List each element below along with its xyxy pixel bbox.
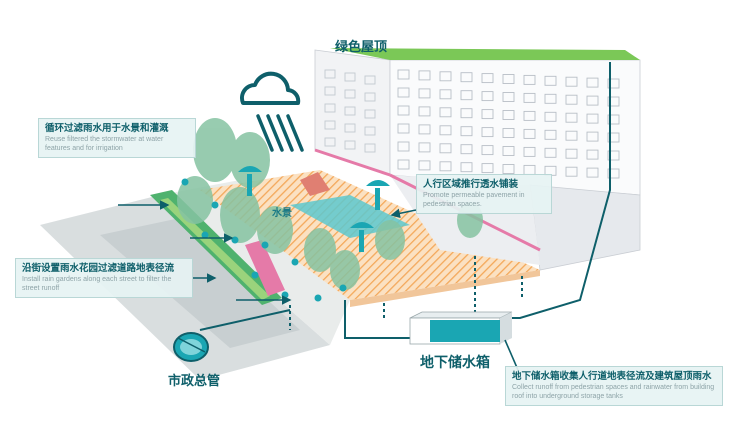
municipal-pipe-icon (174, 333, 208, 361)
callout-permeable-text: Promote permeable pavement in pedestrian… (423, 191, 545, 209)
callout-recycle: 循环过滤雨水用于水景和灌溉 Reuse filtered the stormwa… (38, 118, 196, 158)
storage-tank-label: 地下储水箱 (420, 352, 490, 372)
callout-permeable-title: 人行区域推行透水铺装 (423, 178, 545, 191)
municipal-pipe-label: 市政总管 (168, 370, 220, 389)
water-feature-label: 水景 (272, 204, 292, 219)
callout-tank-title: 地下储水箱收集人行道地表径流及建筑屋顶雨水 (512, 370, 716, 383)
callout-raingarden-title: 沿街设置雨水花园过滤道路地表径流 (22, 262, 186, 275)
callout-raingarden-text: Install rain gardens along each street t… (22, 275, 186, 293)
callout-raingarden: 沿街设置雨水花园过滤道路地表径流 Install rain gardens al… (15, 258, 193, 298)
callout-recycle-title: 循环过滤雨水用于水景和灌溉 (45, 122, 189, 135)
callout-recycle-text: Reuse filtered the stormwater at water f… (45, 135, 189, 153)
green-roof-label: 绿色屋顶 (335, 36, 387, 55)
callout-permeable: 人行区域推行透水铺装 Promote permeable pavement in… (416, 174, 552, 214)
storage-tank (410, 312, 512, 344)
callout-tank-text: Collect runoff from pedestrian spaces an… (512, 383, 716, 401)
callout-tank: 地下储水箱收集人行道地表径流及建筑屋顶雨水 Collect runoff fro… (505, 366, 723, 406)
